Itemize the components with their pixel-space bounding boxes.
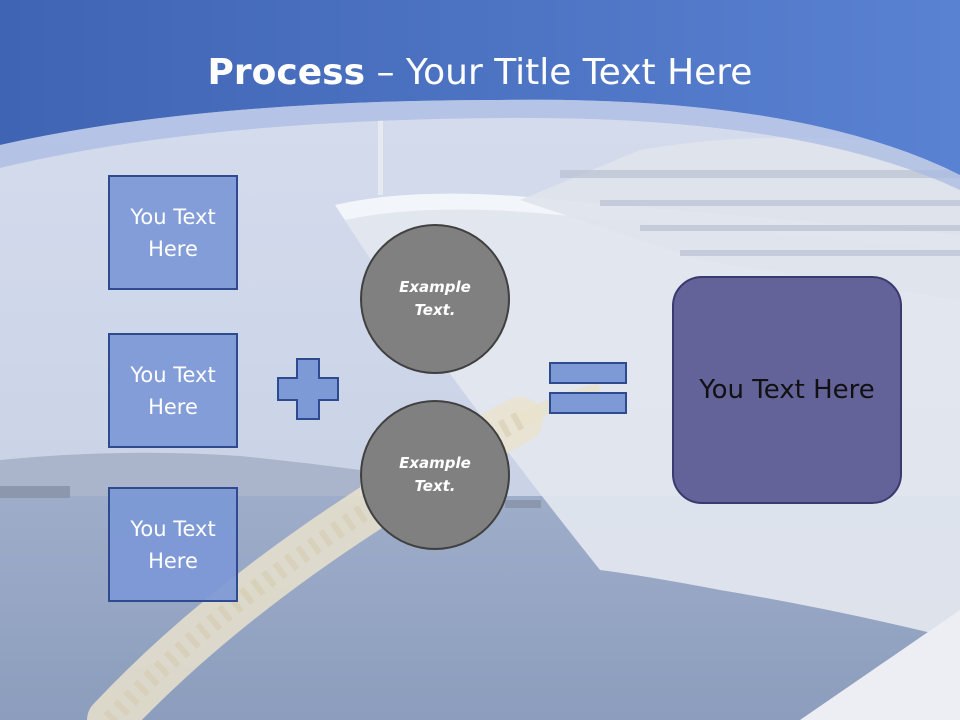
left-box-1-line2: Here: [148, 236, 198, 261]
title-rest: Your Title Text Here: [405, 52, 753, 93]
plus-icon: [277, 358, 339, 420]
circle-2-line2: Text.: [414, 477, 456, 495]
title-bold: Process: [207, 52, 366, 93]
equals-bar-bottom: [549, 392, 627, 414]
circle-1-line2: Text.: [414, 301, 456, 319]
result-label: You Text Here: [699, 375, 875, 405]
left-box-2-line1: You Text: [130, 362, 216, 387]
equals-bar-top: [549, 362, 627, 384]
circle-1-line1: Example: [399, 278, 471, 296]
result-box[interactable]: You Text Here: [672, 276, 902, 504]
left-box-3-line1: You Text: [130, 516, 216, 541]
left-box-3-line2: Here: [148, 548, 198, 573]
left-box-1-line1: You Text: [130, 204, 216, 229]
slide-title: Process – Your Title Text Here: [0, 52, 960, 93]
left-box-2-line2: Here: [148, 394, 198, 419]
title-dash: –: [365, 52, 406, 93]
circle-2-line1: Example: [399, 454, 471, 472]
